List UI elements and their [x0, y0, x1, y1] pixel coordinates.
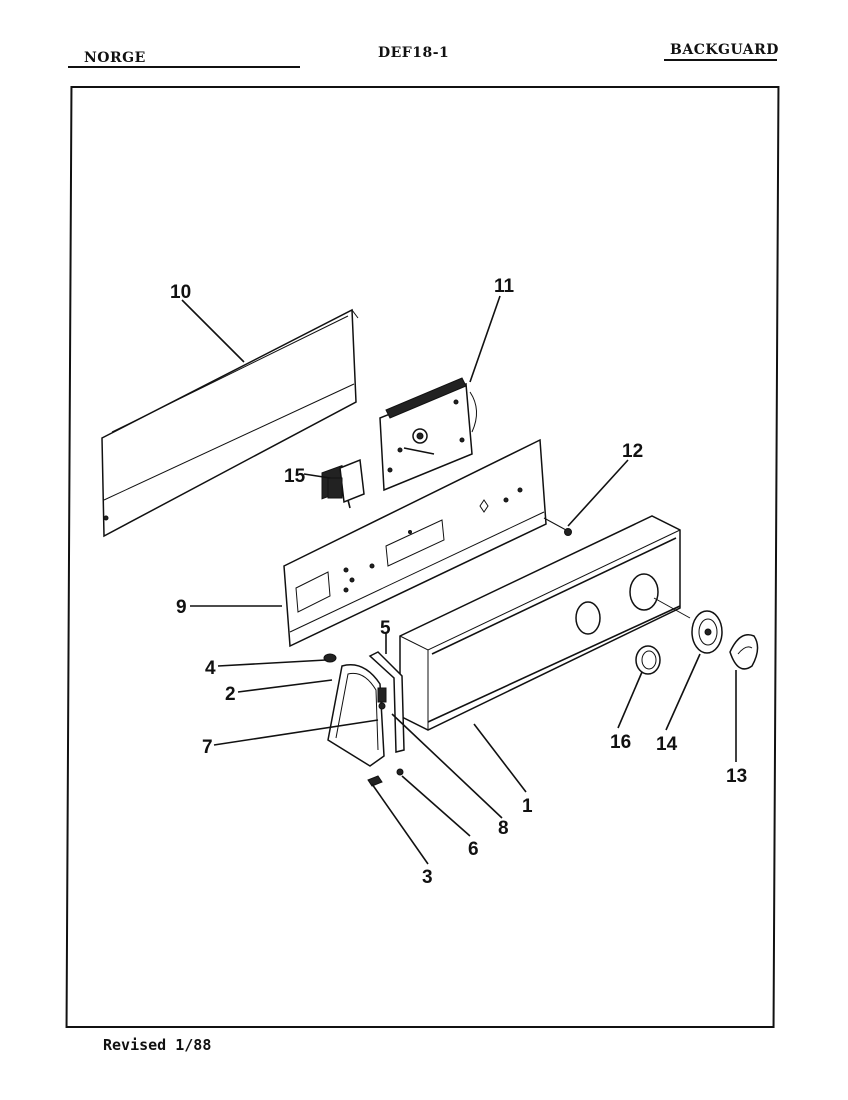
part-4-clip	[323, 653, 337, 663]
header-brand: NORGE	[84, 50, 146, 66]
header-rule	[68, 66, 300, 68]
callout-9: 9	[176, 597, 187, 618]
header-model: DEF18-1	[378, 45, 450, 61]
callout-4: 4	[205, 658, 216, 679]
part-7-8-hardware	[377, 687, 387, 710]
part-14-knob-dial	[691, 610, 723, 654]
callout-7: 7	[202, 737, 213, 758]
part-13-knob	[729, 634, 759, 670]
callout-8: 8	[498, 818, 509, 839]
part-9-control-panel	[283, 438, 547, 648]
callout-6: 6	[468, 839, 479, 860]
part-12-screw	[564, 528, 572, 536]
part-11-timer	[379, 377, 477, 492]
callout-11: 11	[494, 276, 515, 297]
part-2-end-cap	[327, 664, 385, 767]
part-10-rear-cover	[101, 308, 359, 538]
part-15-switch	[321, 458, 365, 509]
callout-5: 5	[380, 618, 391, 639]
callout-14: 14	[656, 734, 678, 755]
callout-13: 13	[726, 766, 747, 787]
callout-15: 15	[284, 466, 306, 487]
part-16-knob	[635, 645, 661, 675]
callout-10: 10	[170, 282, 191, 303]
callout-12: 12	[622, 441, 643, 462]
revision-note: Revised 1/88	[103, 1036, 212, 1054]
callout-1: 1	[522, 796, 533, 817]
header-rule-right	[664, 59, 777, 61]
leader-lines	[181, 295, 737, 865]
part-6-screw	[396, 768, 404, 776]
callout-3: 3	[422, 867, 433, 888]
header-section: BACKGUARD	[670, 42, 779, 58]
part-3-clip	[367, 775, 383, 787]
part-5-bracket	[368, 651, 405, 753]
callout-2: 2	[225, 684, 236, 705]
callout-16: 16	[610, 732, 631, 753]
